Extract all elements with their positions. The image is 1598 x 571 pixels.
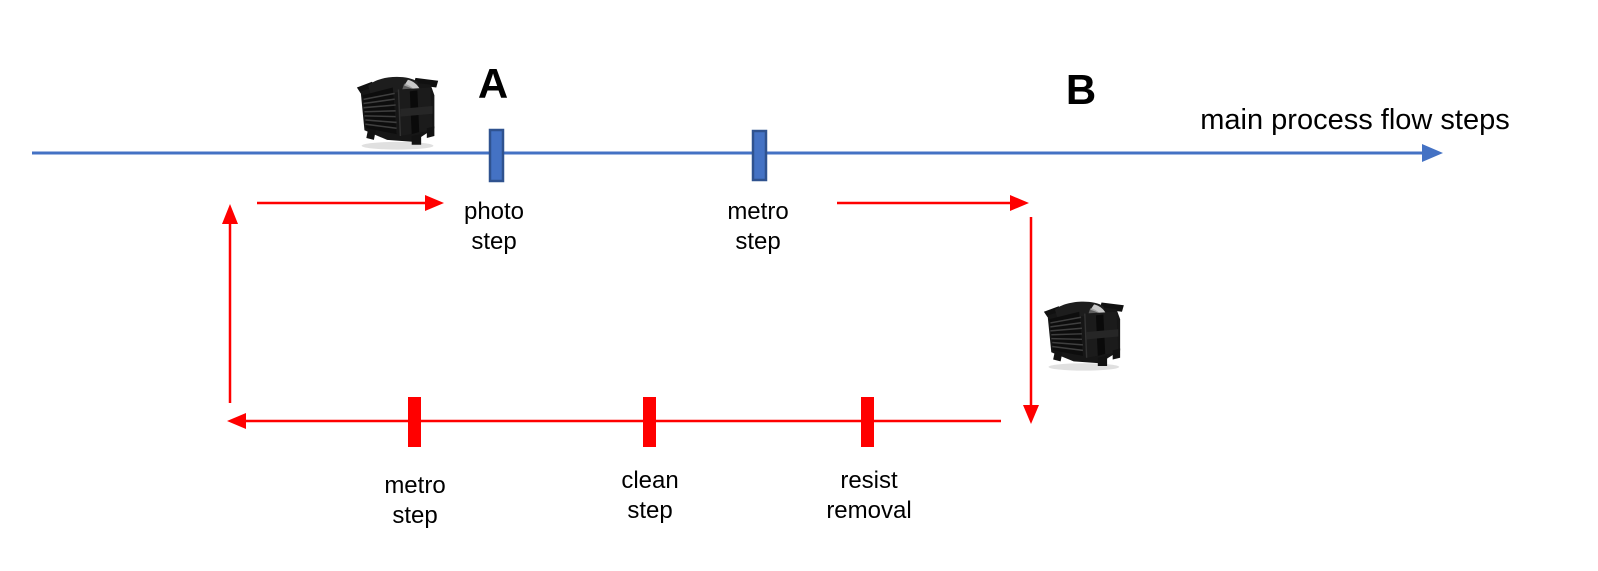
- rework-reentry-arrowhead-icon: [425, 195, 444, 211]
- resist-removal-label: resist removal: [826, 467, 912, 524]
- point-b-label: B: [1065, 66, 1097, 113]
- metro-step-main-tick: [751, 129, 768, 182]
- wafer-cassette-icon: [1043, 300, 1125, 372]
- rework-down-arrowhead-icon: [1023, 405, 1039, 424]
- photo-step-tick: [488, 128, 505, 183]
- metro-step-rework-tick: [408, 397, 421, 447]
- wafer-cassette-icon: [356, 76, 439, 151]
- main-flow-arrowhead-icon: [1422, 144, 1443, 162]
- metro-step-rework-label: metro step: [384, 472, 446, 529]
- metro-step-main-label: metro step: [727, 198, 789, 255]
- resist-removal-tick: [861, 397, 874, 447]
- rework-return-arrowhead-icon: [227, 413, 246, 429]
- rework-exit-arrowhead-icon: [1010, 195, 1029, 211]
- point-a-label: A: [477, 60, 509, 107]
- clean-step-label: clean step: [621, 467, 679, 524]
- main-flow-title: main process flow steps: [1200, 104, 1510, 136]
- rework-up-arrowhead-icon: [222, 204, 238, 224]
- clean-step-tick: [643, 397, 656, 447]
- photo-step-label: photo step: [463, 198, 525, 255]
